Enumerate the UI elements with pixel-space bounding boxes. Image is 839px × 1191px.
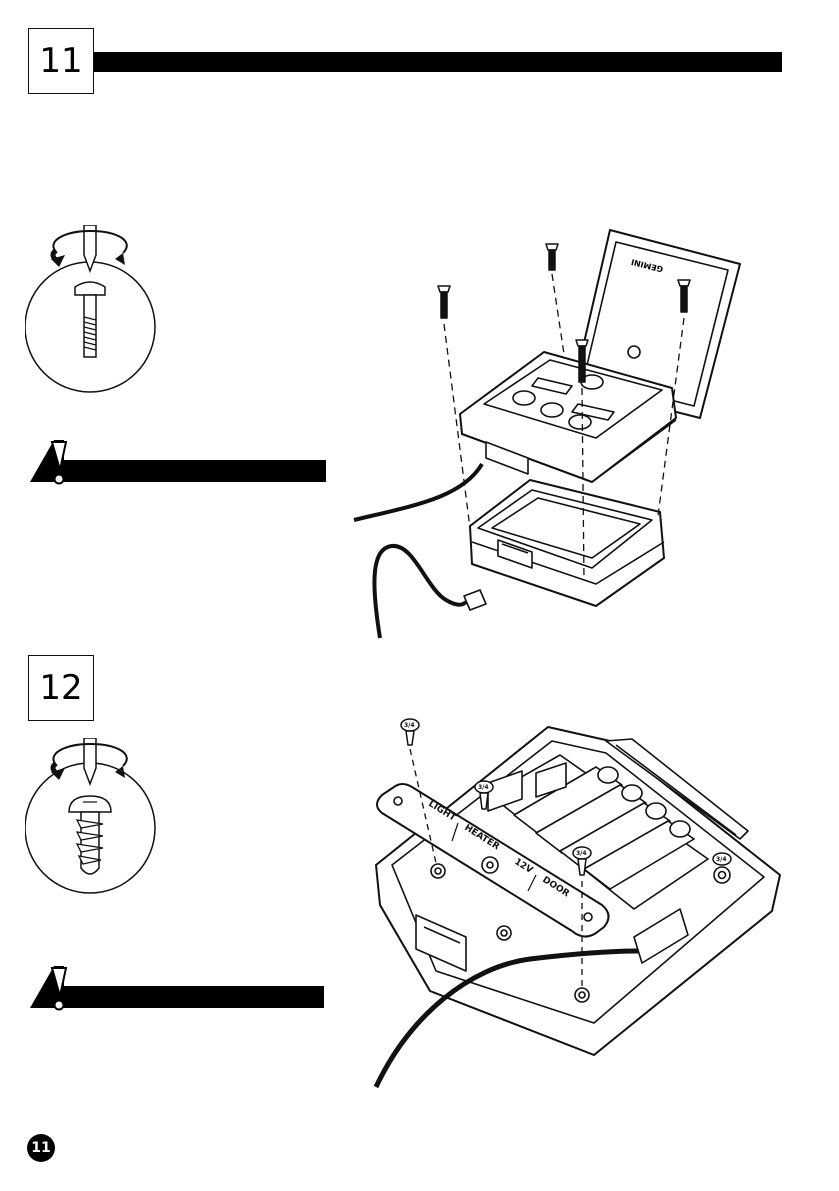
warning-exclamation-icon (26, 962, 326, 1014)
screw-size-label: 3/4 (404, 722, 415, 729)
step-header-bar (94, 52, 782, 72)
step-11-exploded-controller-figure: GEMINI (352, 228, 747, 648)
step-number-box: 12 (28, 655, 94, 721)
step-number: 12 (39, 668, 82, 708)
warning-exclamation-icon (26, 436, 326, 488)
screwdriver-self-tap-screw-icon (25, 738, 165, 898)
screw-size-label: 3/4 (576, 850, 587, 857)
screw-size-label: 3/4 (716, 856, 727, 863)
screw-size-label: 3/4 (478, 784, 489, 791)
step-12-battery-board-figure: LIGHT HEATER 12V DOOR 3/4 3/4 3/4 3/4 (370, 715, 790, 1090)
screwdriver-machine-screw-icon (25, 225, 165, 400)
step-number: 11 (39, 41, 82, 81)
step-number-box: 11 (28, 28, 94, 94)
page-number-badge: 11 (27, 1134, 55, 1162)
page-number: 11 (31, 1140, 50, 1156)
